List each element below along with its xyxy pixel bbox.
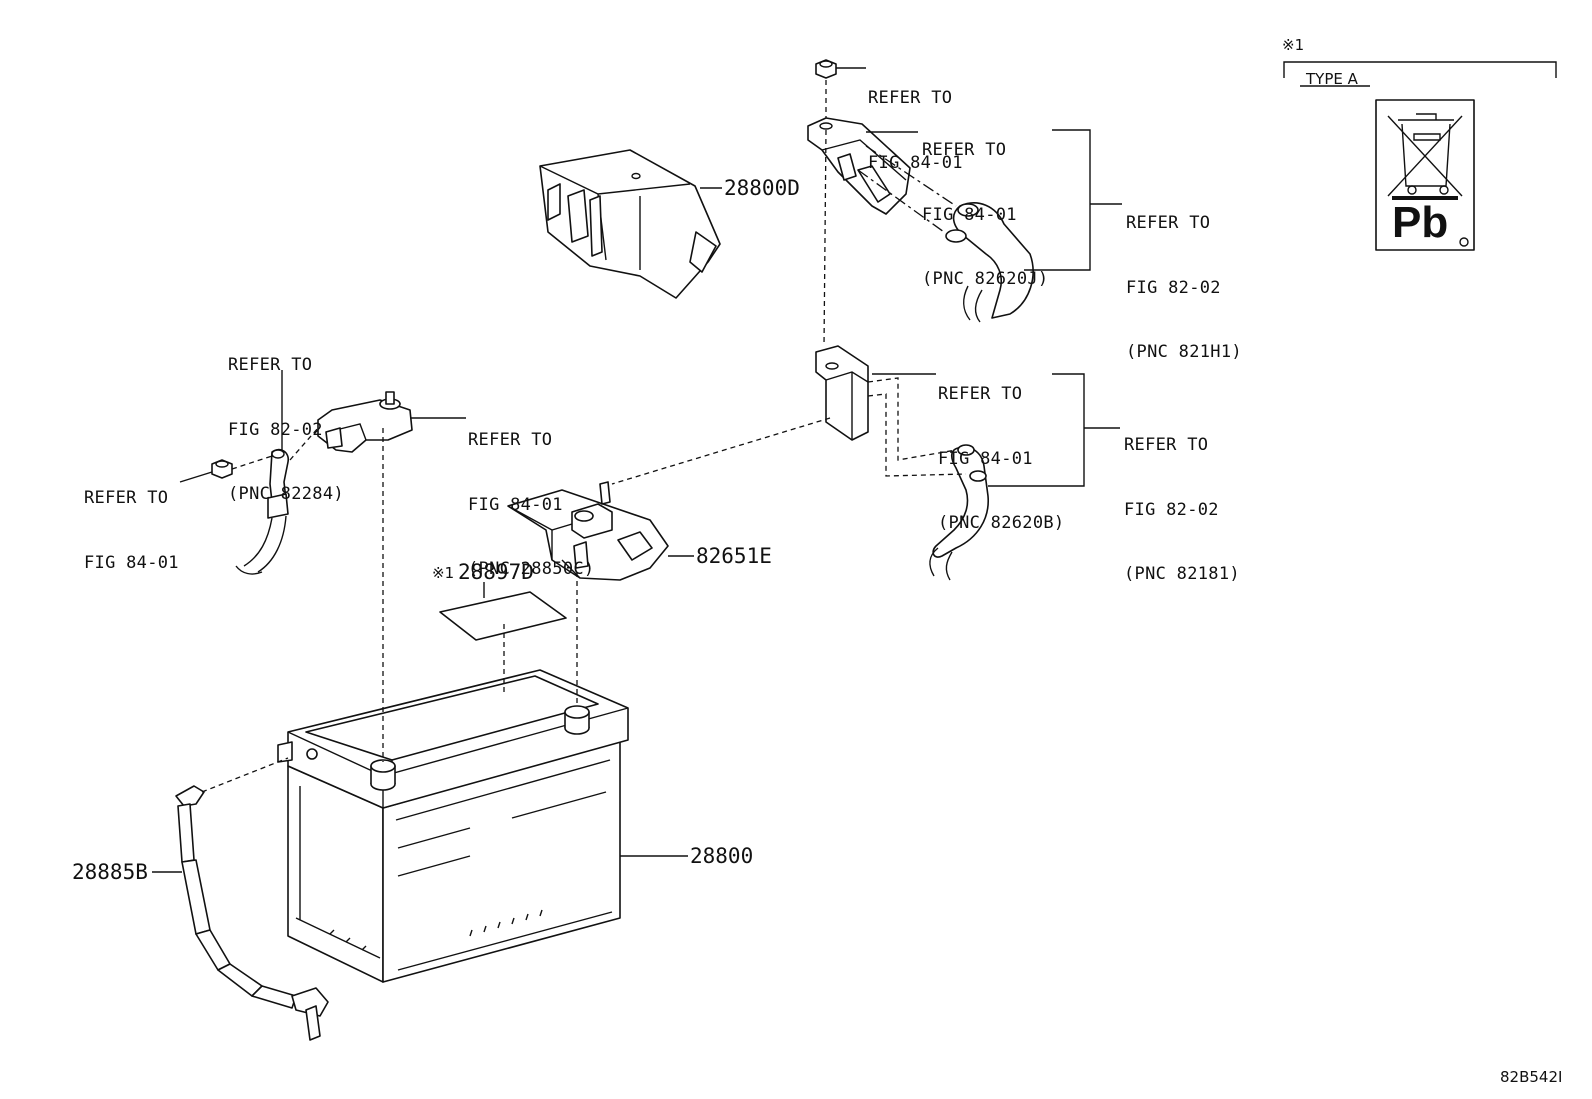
warning-label-sheet[interactable]: [439, 591, 567, 641]
part-number-battery[interactable]: 28800: [690, 844, 754, 868]
type-box-mark: ※1: [1282, 36, 1305, 54]
battery-sensor-harness[interactable]: [175, 785, 329, 1041]
callout-nut-left[interactable]: REFER TO FIG 84-01: [84, 445, 179, 617]
callout-line: FIG 84-01: [868, 152, 963, 173]
positive-terminal-block[interactable]: [507, 481, 669, 581]
callout-line: REFER TO: [84, 488, 169, 508]
part-number-sensor-harness[interactable]: 28885B: [72, 860, 148, 884]
part-number-label-sheet[interactable]: 28897D: [458, 560, 534, 584]
part-number-cover[interactable]: 28800D: [724, 176, 800, 200]
nut-left[interactable]: [211, 459, 233, 479]
callout-line: REFER TO: [868, 88, 953, 108]
callout-line: FIG 84-01: [922, 204, 1017, 225]
callout-line: (PNC 82620B): [938, 513, 1065, 533]
callout-line: FIG 82-02: [1124, 499, 1219, 520]
callout-line: FIG 84-01: [468, 494, 563, 515]
cable-mid[interactable]: [929, 444, 989, 581]
callout-line: REFER TO: [938, 384, 1023, 404]
cable-left[interactable]: [235, 448, 290, 575]
callout-line: FIG 82-02: [228, 419, 323, 440]
battery-terminal-negative: [370, 759, 396, 791]
battery-cover[interactable]: [539, 149, 721, 299]
nut-top[interactable]: [815, 59, 837, 79]
callout-nut-top[interactable]: REFER TO FIG 84-01: [868, 45, 963, 217]
callout-line: REFER TO: [922, 140, 1007, 160]
assembly-lines: [201, 80, 967, 793]
callout-line: REFER TO: [1124, 435, 1209, 455]
callout-line: (PNC 82620J): [922, 269, 1049, 289]
callout-line: FIG 84-01: [938, 448, 1033, 469]
callout-line: (PNC 28850C): [468, 559, 595, 579]
callout-bracket-mid[interactable]: REFER TO FIG 84-01 (PNC 82620B): [938, 341, 1064, 578]
callout-cable-left[interactable]: REFER TO FIG 82-02 (PNC 82284): [228, 312, 344, 549]
callout-line: REFER TO: [228, 355, 313, 375]
callout-line: FIG 84-01: [84, 552, 179, 573]
bracket-mid[interactable]: [815, 345, 869, 441]
callout-terminal-left[interactable]: REFER TO FIG 84-01 (PNC 28850C): [468, 387, 594, 624]
crossed-out-bin-icon: [1375, 99, 1475, 251]
callout-bracket-top[interactable]: REFER TO FIG 84-01 (PNC 82620J): [922, 97, 1048, 334]
callout-line: (PNC 821H1): [1126, 342, 1242, 362]
battery-terminal-positive: [564, 705, 590, 735]
callout-line: (PNC 82284): [228, 484, 344, 504]
cable-top[interactable]: [945, 202, 1034, 323]
callout-cable-top[interactable]: REFER TO FIG 82-02 (PNC 821H1): [1126, 170, 1242, 407]
battery[interactable]: [277, 669, 629, 983]
lead-symbol-text: Pb: [1392, 198, 1449, 247]
callout-line: FIG 82-02: [1126, 277, 1221, 298]
part-number-terminal-block[interactable]: 82651E: [696, 544, 772, 568]
callout-line: REFER TO: [468, 430, 553, 450]
label-sheet-mark: ※1: [432, 564, 455, 582]
callout-line: REFER TO: [1126, 213, 1211, 233]
leader-lines: [152, 67, 1122, 873]
callout-line: (PNC 82181): [1124, 564, 1240, 584]
callout-cable-mid[interactable]: REFER TO FIG 82-02 (PNC 82181): [1124, 392, 1240, 629]
negative-terminal[interactable]: [317, 391, 413, 453]
type-box-title: TYPE A: [1306, 70, 1358, 88]
type-a-bracket: [1283, 61, 1557, 87]
figure-id: 82B542I: [1500, 1068, 1563, 1086]
